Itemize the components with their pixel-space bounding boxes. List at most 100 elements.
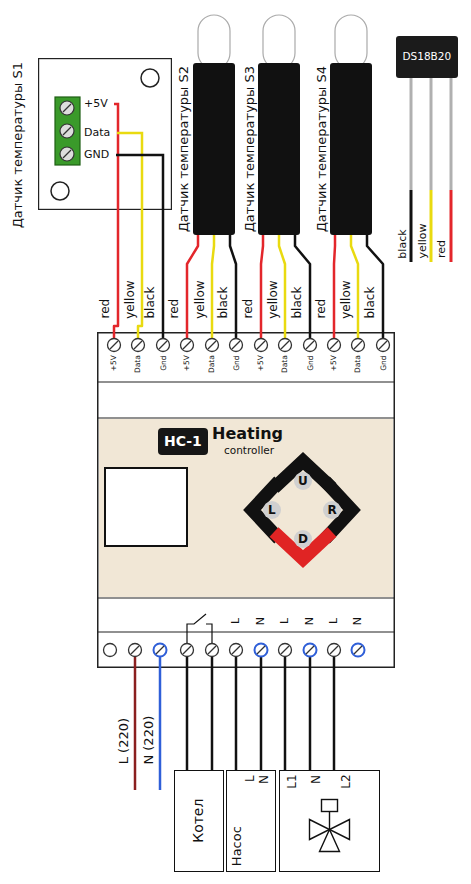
screw-slot [330, 646, 338, 654]
mains-label: L (220) [117, 718, 131, 764]
housing-edge [97, 597, 395, 598]
wire [162, 210, 165, 332]
wire [138, 210, 142, 332]
probe-shape [330, 15, 372, 235]
board-wire [116, 155, 163, 210]
screw-slot [232, 646, 240, 654]
screw-slot [63, 104, 71, 112]
sensor-leg-wire [450, 190, 453, 262]
wire [211, 668, 214, 770]
terminal-label: +5V [110, 355, 118, 371]
wire-label: red [168, 298, 181, 318]
terminal-screw [60, 124, 74, 138]
node-text: Насос [229, 826, 243, 866]
terminal-screw [230, 339, 243, 352]
probe-shape [193, 15, 235, 235]
screw-slot [281, 646, 289, 654]
mount-hole [51, 182, 69, 200]
temperature-probe: Датчик температуры S3 [258, 15, 300, 235]
terminal-screw [60, 101, 74, 115]
terminal-screw [181, 339, 194, 352]
terminal-screw [352, 644, 365, 657]
wire-label: black [364, 286, 377, 318]
wire-label: black [144, 286, 157, 318]
wire-label: yellow [194, 280, 207, 318]
terminal-label: +5V [330, 355, 338, 371]
sensor-board-group [39, 59, 172, 210]
terminal-label: L [328, 618, 340, 624]
terminal-screw [279, 644, 292, 657]
wire-label: black [217, 286, 230, 318]
wire-stub [284, 656, 287, 668]
terminal-screw [129, 644, 142, 657]
mount-hole [141, 69, 159, 87]
node-text: D [298, 533, 308, 546]
screw-slot [306, 341, 314, 349]
node-text: Датчик температуры S4 [315, 66, 329, 232]
sensor-leg [430, 78, 433, 190]
screw-slot [281, 341, 289, 349]
wire [261, 235, 263, 332]
screw-slot [63, 127, 71, 135]
model-badge: HC-1 [158, 428, 208, 455]
controller: HeatingcontrollerHC-1ULRD [97, 332, 395, 668]
node-text: Heating [212, 425, 283, 443]
mains-wire [159, 668, 162, 790]
node-text: N [310, 775, 323, 784]
button-cap [263, 501, 281, 519]
screw-slot [63, 150, 71, 158]
terminal-screw [255, 644, 268, 657]
button: D [268, 527, 338, 565]
probe-tip [335, 15, 367, 69]
probe-shape-group [193, 15, 235, 235]
terminal-screw [154, 644, 167, 657]
valve-box: L1NL2 [279, 770, 380, 872]
screw-slot [232, 341, 240, 349]
terminal-label: Data [208, 355, 216, 373]
screw-slot [379, 341, 387, 349]
terminal-label: +5V [183, 355, 191, 371]
controller-housing-group [97, 332, 395, 668]
screw-slot [208, 646, 216, 654]
wire-label: yellow [340, 280, 353, 318]
node-text: Датчик температуры S2 [177, 66, 191, 232]
button-cap [294, 530, 312, 548]
button-cap [323, 501, 341, 519]
sensor-leg [410, 78, 413, 190]
terminal-screw [328, 339, 341, 352]
screw-slot [110, 341, 118, 349]
pin-label: Data [84, 127, 110, 139]
terminal-screw [60, 147, 74, 161]
sensor-chip: DS18B20 [396, 36, 458, 78]
wire [260, 668, 263, 770]
mains-wire [134, 668, 137, 790]
terminal-label: N [304, 617, 316, 625]
wire-stub [211, 656, 214, 668]
node-text: controller [224, 445, 274, 457]
housing-edge [97, 381, 395, 382]
wire-stub [134, 656, 137, 668]
front-panel [99, 419, 393, 597]
terminal-screw [206, 339, 219, 352]
terminal-label: +5V [257, 355, 265, 371]
probe-shape-group [330, 15, 372, 235]
wire-label: red [99, 298, 112, 318]
node-text: L1 [285, 774, 298, 788]
node-text: L [244, 775, 257, 782]
terminal-label: Data [281, 355, 289, 373]
wire-label: yellow [267, 280, 280, 318]
probe-shape-group [258, 15, 300, 235]
housing [98, 333, 395, 668]
screw-slot [183, 646, 191, 654]
node-text: Котел [191, 799, 206, 843]
wire-stub [186, 656, 189, 668]
node-text: R [328, 504, 337, 517]
probe-body [193, 63, 235, 235]
terminal-screw [304, 644, 317, 657]
screw-slot [156, 646, 164, 654]
wire-stub [309, 656, 312, 668]
wire-stub [235, 656, 238, 668]
temperature-probe: Датчик температуры S4 [330, 15, 372, 235]
board-wire [117, 133, 142, 210]
sensor-leg [450, 78, 453, 190]
